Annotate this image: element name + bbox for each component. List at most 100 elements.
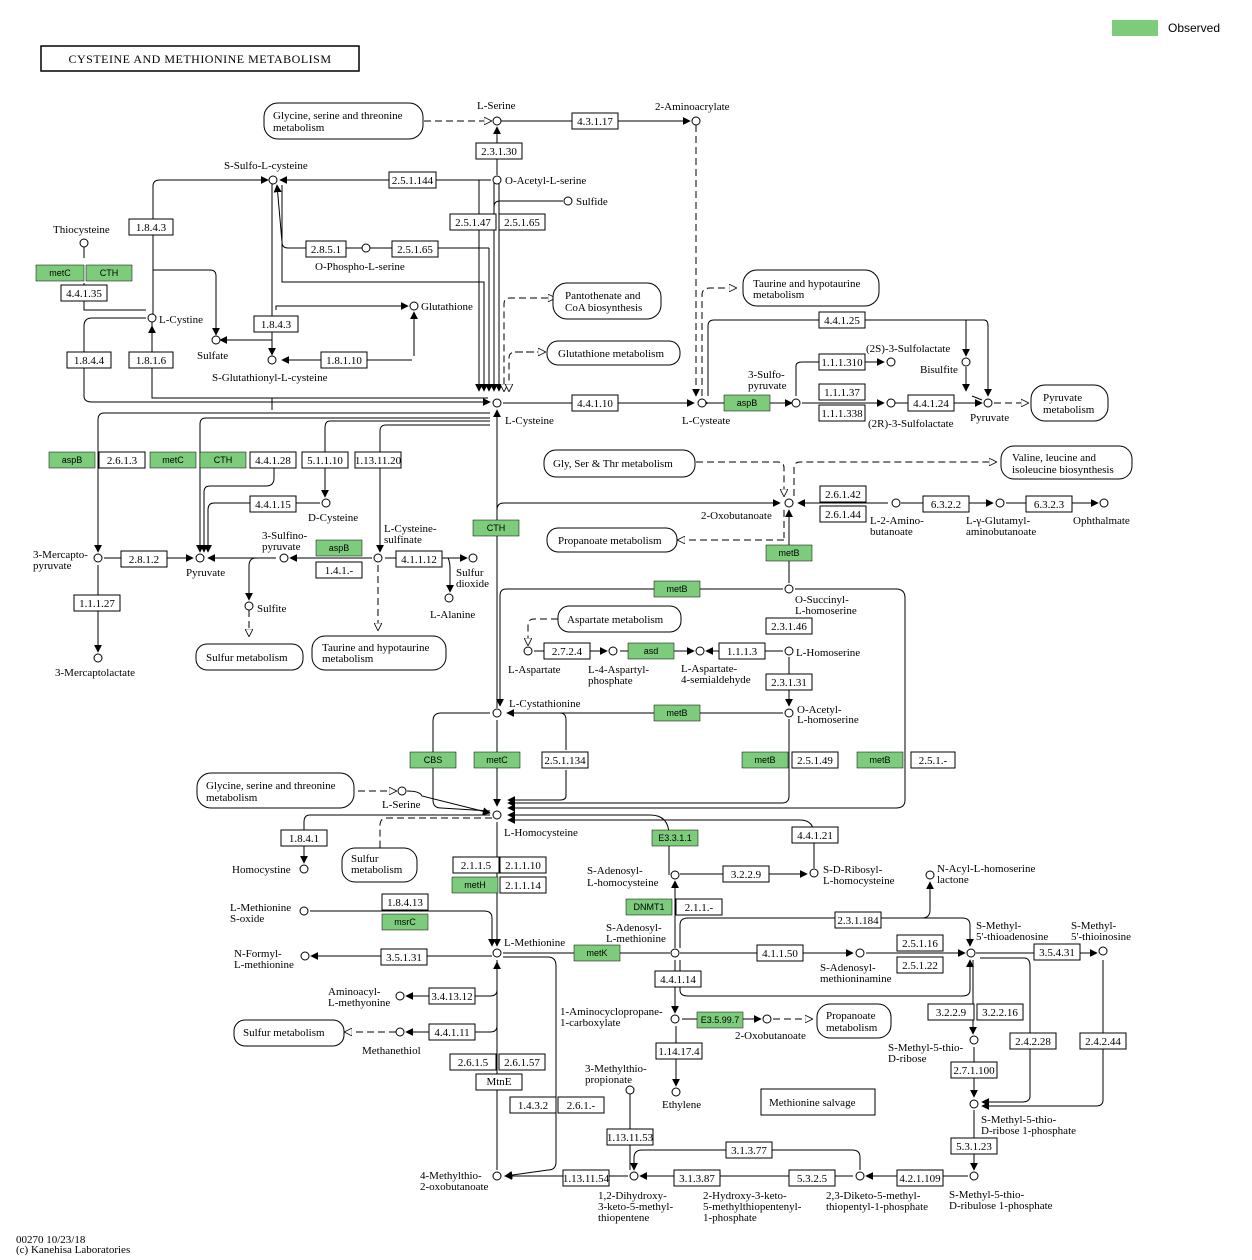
gene-box-metk[interactable]: metK xyxy=(573,944,621,962)
gene-box-aspb[interactable]: aspB xyxy=(48,451,96,469)
enzyme-box[interactable]: 4.1.1.50 xyxy=(756,944,804,962)
gene-box-e3.5.99.7[interactable]: E3.5.99.7 xyxy=(696,1011,744,1029)
enzyme-box[interactable]: 2.5.1.- xyxy=(910,751,956,769)
enzyme-box[interactable]: 4.4.1.21 xyxy=(791,826,839,844)
gene-box-metb[interactable]: metB xyxy=(741,751,789,769)
enzyme-box[interactable]: 2.5.1.65 xyxy=(498,213,546,231)
compound-node[interactable] xyxy=(961,357,971,367)
compound-node[interactable] xyxy=(93,553,103,563)
enzyme-box[interactable]: 3.4.13.12 xyxy=(428,987,476,1005)
compound-node[interactable] xyxy=(397,786,407,796)
enzyme-box[interactable]: 6.3.2.3 xyxy=(1025,495,1073,513)
gene-box-msrc[interactable]: msrC xyxy=(381,913,429,931)
compound-node[interactable] xyxy=(966,948,976,958)
enzyme-box[interactable]: 1.13.11.54 xyxy=(562,1169,610,1187)
enzyme-box[interactable]: 5.1.1.10 xyxy=(301,451,349,469)
compound-node[interactable] xyxy=(468,553,478,563)
enzyme-box[interactable]: 1.1.1.338 xyxy=(818,404,866,422)
enzyme-box[interactable]: 2.5.1.65 xyxy=(391,240,439,258)
enzyme-box[interactable]: 1.8.4.4 xyxy=(66,351,112,369)
compound-node[interactable] xyxy=(147,313,157,323)
compound-node[interactable] xyxy=(670,948,680,958)
enzyme-box[interactable]: 1.8.1.6 xyxy=(128,351,174,369)
enzyme-box[interactable]: 4.1.1.12 xyxy=(395,550,443,568)
enzyme-box[interactable]: 1.1.1.37 xyxy=(818,383,866,401)
enzyme-box[interactable]: 1.1.1.27 xyxy=(73,594,121,612)
compound-node[interactable] xyxy=(784,646,794,656)
compound-node[interactable] xyxy=(321,498,331,508)
compound-node[interactable] xyxy=(762,1014,772,1024)
enzyme-box[interactable]: 2.4.2.44 xyxy=(1079,1032,1127,1050)
enzyme-box[interactable]: 2.6.1.5 xyxy=(449,1053,497,1071)
gene-box-metb[interactable]: metB xyxy=(765,544,813,562)
enzyme-box[interactable]: 4.4.1.14 xyxy=(654,970,702,988)
compound-node[interactable] xyxy=(563,196,573,206)
compound-node[interactable] xyxy=(969,1035,979,1045)
compound-node[interactable] xyxy=(625,1085,635,1095)
compound-node[interactable] xyxy=(608,646,618,656)
enzyme-box[interactable]: 1.8.4.3 xyxy=(128,218,174,236)
enzyme-box[interactable]: 3.5.4.31 xyxy=(1033,943,1081,961)
gene-box-metb[interactable]: metB xyxy=(856,751,904,769)
enzyme-box[interactable]: 2.1.1.10 xyxy=(499,856,547,874)
gene-box-cth[interactable]: CTH xyxy=(199,451,247,469)
gene-box-cth[interactable]: CTH xyxy=(472,519,520,537)
compound-node[interactable] xyxy=(492,708,502,718)
compound-node[interactable] xyxy=(268,175,278,185)
enzyme-box[interactable]: 2.3.1.30 xyxy=(475,142,523,160)
compound-node[interactable] xyxy=(809,868,819,878)
enzyme-box[interactable]: 2.6.1.- xyxy=(557,1096,605,1114)
enzyme-box[interactable]: 4.4.1.35 xyxy=(60,284,108,302)
enzyme-box[interactable]: 2.5.1.134 xyxy=(541,751,589,769)
compound-node[interactable] xyxy=(886,398,896,408)
compound-node[interactable] xyxy=(361,243,371,253)
compound-node[interactable] xyxy=(891,498,901,508)
gene-box-meth[interactable]: metH xyxy=(451,876,499,894)
gene-box-dnmt1[interactable]: DNMT1 xyxy=(625,898,673,916)
enzyme-box[interactable]: 2.5.1.47 xyxy=(449,213,497,231)
compound-node[interactable] xyxy=(395,991,405,1001)
gene-box-aspb[interactable]: aspB xyxy=(315,539,363,557)
enzyme-box[interactable]: 2.6.1.3 xyxy=(98,451,146,469)
compound-node[interactable] xyxy=(492,398,502,408)
enzyme-box[interactable]: 2.7.2.4 xyxy=(543,642,591,660)
enzyme-box[interactable]: 2.5.1.16 xyxy=(896,934,944,952)
compound-node[interactable] xyxy=(195,553,205,563)
compound-node[interactable] xyxy=(695,646,705,656)
enzyme-box[interactable]: 2.3.1.46 xyxy=(765,617,813,635)
compound-node[interactable] xyxy=(492,116,502,126)
enzyme-box[interactable]: 2.4.2.28 xyxy=(1009,1032,1057,1050)
enzyme-box[interactable]: 2.8.1.2 xyxy=(120,550,168,568)
enzyme-box[interactable]: 5.3.2.5 xyxy=(788,1169,836,1187)
enzyme-box[interactable]: 1.8.4.3 xyxy=(253,315,299,333)
compound-node[interactable] xyxy=(784,708,794,718)
compound-node[interactable] xyxy=(244,601,254,611)
gene-box-metc[interactable]: metC xyxy=(473,751,521,769)
compound-node[interactable] xyxy=(671,1087,681,1097)
gene-box-mtne[interactable]: MtnE xyxy=(475,1073,523,1091)
enzyme-box[interactable]: 1.8.4.13 xyxy=(381,893,429,911)
enzyme-box[interactable]: 2.6.1.42 xyxy=(819,485,867,503)
gene-box-aspb[interactable]: aspB xyxy=(723,394,771,412)
enzyme-box[interactable]: 4.4.1.15 xyxy=(249,495,297,513)
map-aspartate[interactable]: Aspartate metabolism xyxy=(557,605,682,633)
map-glutathione[interactable]: Glutathione metabolism xyxy=(546,340,681,366)
compound-node[interactable] xyxy=(492,948,502,958)
enzyme-box[interactable]: 1.1.1.310 xyxy=(818,353,866,371)
compound-node[interactable] xyxy=(395,1027,405,1037)
enzyme-box[interactable]: 4.4.1.28 xyxy=(249,451,297,469)
enzyme-box[interactable]: 2.5.1.144 xyxy=(388,171,437,189)
enzyme-box[interactable]: 5.3.1.23 xyxy=(950,1137,998,1155)
compound-node[interactable] xyxy=(995,498,1005,508)
map-propanoate[interactable]: Propanoate metabolism xyxy=(546,527,678,553)
compound-node[interactable] xyxy=(670,1014,680,1024)
enzyme-box[interactable]: 1.13.11.53 xyxy=(606,1128,654,1146)
compound-node[interactable] xyxy=(523,646,533,656)
compound-node[interactable] xyxy=(373,553,383,563)
compound-node[interactable] xyxy=(969,1099,979,1109)
enzyme-box[interactable]: 1.13.11.20 xyxy=(354,451,402,469)
